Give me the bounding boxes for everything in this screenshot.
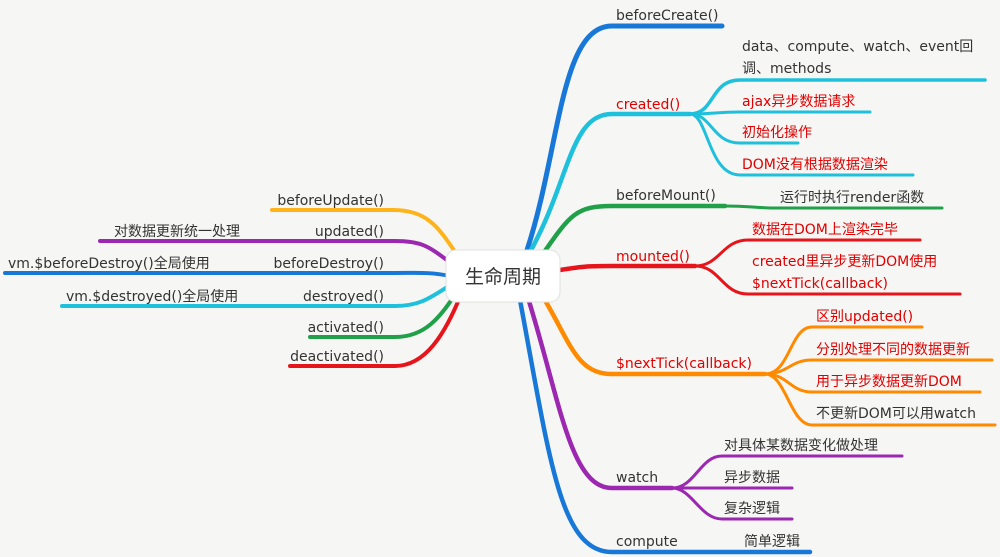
node-next-tick[interactable]: $nextTick(callback) (616, 356, 752, 372)
branch-before-create (524, 23, 725, 253)
branch-next-tick (537, 289, 768, 377)
branch-next-tick-child-2 (763, 358, 994, 376)
node-updated-unified[interactable]: 对数据更新统一处理 (114, 224, 240, 240)
node-before-create[interactable]: beforeCreate() (616, 8, 719, 24)
node-before-mount-render[interactable]: 运行时执行render函数 (780, 190, 924, 206)
node-mounted-rendered[interactable]: 数据在DOM上渲染完毕 (752, 222, 898, 238)
node-next-tick-async[interactable]: 用于异步数据更新DOM (816, 374, 962, 390)
node-compute[interactable]: compute (616, 534, 678, 550)
branch-before-mount (537, 203, 728, 261)
node-created-data-line2: 调、methods (742, 61, 831, 77)
node-before-mount[interactable]: beforeMount() (616, 188, 716, 204)
center-node-label: 生命周期 (465, 266, 541, 288)
node-created-ajax[interactable]: ajax异步数据请求 (742, 94, 855, 110)
branch-mounted-child-2 (693, 264, 962, 296)
branch-next-tick-child-4 (763, 372, 997, 427)
node-before-update[interactable]: beforeUpdate() (277, 193, 384, 209)
node-watch-specific[interactable]: 对具体某数据变化做处理 (724, 438, 878, 454)
node-activated[interactable]: activated() (308, 320, 384, 336)
node-created[interactable]: created() (616, 97, 680, 113)
branch-created-child-4 (688, 112, 915, 177)
branch-compute (517, 297, 813, 555)
branch-before-destroy (3, 270, 452, 278)
branch-mounted-child-1 (693, 238, 922, 268)
node-next-tick-separate[interactable]: 分别处理不同的数据更新 (816, 342, 970, 358)
node-watch-complex[interactable]: 复杂逻辑 (724, 500, 780, 517)
node-deactivated[interactable]: deactivated() (290, 349, 384, 365)
node-mounted-async-line1[interactable]: created里异步更新DOM使用 (752, 253, 937, 270)
node-created-init[interactable]: 初始化操作 (742, 124, 812, 141)
branch-mounted (557, 263, 698, 273)
branch-watch (525, 295, 675, 491)
node-watch[interactable]: watch (616, 470, 658, 486)
branch-before-mount-child (723, 204, 944, 210)
node-before-destroy[interactable]: beforeDestroy() (274, 256, 384, 272)
node-updated[interactable]: updated() (315, 224, 384, 240)
node-destroyed[interactable]: destroyed() (303, 289, 384, 305)
node-destroyed-global[interactable]: vm.$destroyed()全局使用 (66, 288, 238, 305)
branch-deactivated (288, 290, 464, 368)
node-created-data-line1[interactable]: data、compute、watch、event回 (742, 39, 973, 55)
node-next-tick-diff[interactable]: 区别updated() (816, 309, 913, 325)
branch-created (527, 111, 693, 255)
node-watch-async[interactable]: 异步数据 (724, 470, 780, 486)
branch-created-child-2 (688, 110, 872, 116)
center-node[interactable] (445, 249, 561, 303)
node-before-destroy-global[interactable]: vm.$beforeDestroy()全局使用 (8, 255, 210, 272)
branch-created-child-3 (688, 112, 800, 145)
branch-watch-child-3 (670, 486, 794, 521)
node-mounted[interactable]: mounted() (616, 249, 690, 265)
node-created-dom[interactable]: DOM没有根据数据渲染 (742, 157, 888, 173)
node-compute-simple[interactable]: 简单逻辑 (744, 533, 800, 550)
node-mounted-async-line2: $nextTick(callback) (752, 276, 888, 292)
node-next-tick-watch[interactable]: 不更新DOM可以用watch (816, 406, 976, 422)
branch-watch-child-1 (670, 454, 904, 490)
